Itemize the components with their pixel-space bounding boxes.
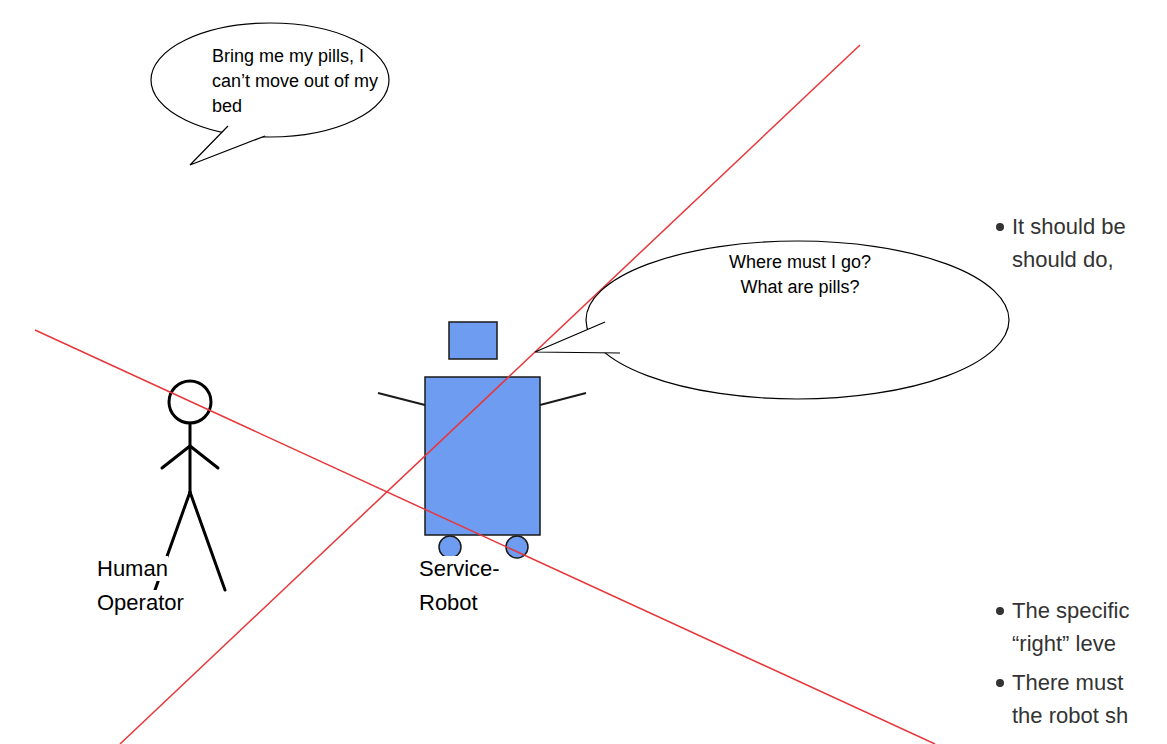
speech-bubble: Bring me my pills, I can’t move out of m… [150,22,390,138]
figure-label: Service-Robot [419,552,519,620]
speech-bubble: Where must I go? What are pills? [585,240,1010,400]
bubble-text-line: Bring me my pills, I can’t move out of m… [212,46,378,116]
bubble-text: Bring me my pills, I can’t move out of m… [212,44,387,119]
bullet-text: The specific “right” leve [1012,594,1152,660]
bullet-text: There must the robot sh [1012,666,1152,732]
service-robot [378,322,586,558]
bubble-text-line: Where must I go? What are pills? [729,252,871,297]
bubble-text: Where must I go? What are pills? [715,250,885,300]
bullet-text-line: The specific “right” leve [1012,598,1129,656]
figure-label-line: Service-Robot [419,556,500,615]
bullet-dots [996,223,1004,687]
bullet-text: It should be should do, [1012,210,1152,276]
bullet-text-line: It should be should do, [1012,214,1126,272]
red-cross [35,45,935,744]
figure-label-line: Human Operator [97,556,184,615]
bullet-text-line: There must the robot sh [1012,670,1128,728]
figure-label: Human Operator [97,552,197,620]
